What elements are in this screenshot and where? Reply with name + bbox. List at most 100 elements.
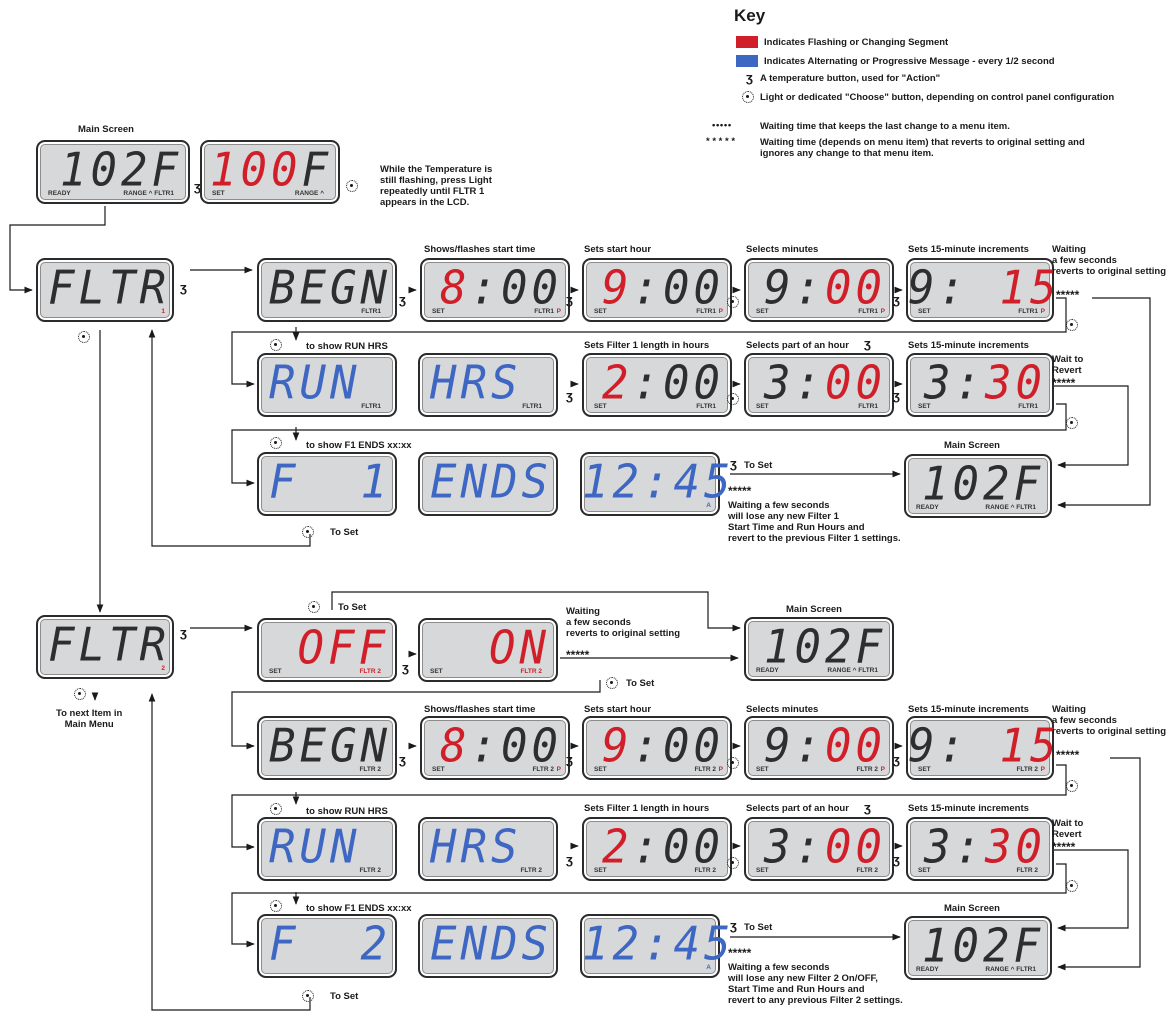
- light-button-icon: [727, 393, 739, 405]
- caption-start-hour-2: Sets start hour: [584, 704, 652, 715]
- lcd-set-100f: 100F SET RANGE ^: [200, 140, 340, 204]
- lcd-time-300: 3:00 SET FLTR1: [744, 353, 894, 417]
- light-button-icon: [1066, 319, 1078, 331]
- key-stars-symbol: * * * * *: [706, 136, 736, 147]
- lcd-on: ON SET FLTR 2: [418, 618, 558, 682]
- lcd-run-2: RUN FLTR 2: [257, 817, 397, 881]
- temp-button-icon: ʒ: [566, 292, 573, 307]
- caption-shows-2: Shows/flashes start time: [424, 704, 536, 715]
- lcd-ends-2: ENDS: [418, 914, 558, 978]
- temp-button-icon: ʒ: [893, 292, 900, 307]
- main-screen-title-4: Main Screen: [944, 903, 1000, 914]
- temp-button-icon: ʒ: [864, 336, 871, 351]
- light-button-icon: [1066, 880, 1078, 892]
- key-dots-symbol: • • • • •: [712, 120, 731, 131]
- lcd-time-915: 9: 15 SET FLTR1 P: [906, 258, 1056, 322]
- light-button-icon: [302, 526, 314, 538]
- lcd-ends: ENDS: [418, 452, 558, 516]
- temp-button-icon: ʒ: [893, 752, 900, 767]
- light-button-icon: [74, 688, 86, 700]
- caption-minutes-2: Selects minutes: [746, 704, 819, 715]
- light-button-icon: [742, 91, 754, 103]
- lcd-time-800: 8:00 SET FLTR1 P: [420, 258, 570, 322]
- lcd-text: 102F: [60, 143, 182, 198]
- temp-button-icon: ʒ: [566, 752, 573, 767]
- temp-button-icon: ʒ: [730, 456, 737, 471]
- arrow-row2-to-row3: [231, 403, 1067, 487]
- wait-revert-note-2: Wait to Revert: [1052, 818, 1084, 840]
- lcd-main-102f: 102F READY RANGE ^ FLTR1: [36, 140, 190, 204]
- to-set-top: To Set: [338, 602, 367, 613]
- caption-15min: Sets 15-minute increments: [908, 244, 1029, 255]
- temp-button-icon: ʒ: [566, 388, 573, 403]
- filter1-lose-note: Waiting a few seconds will lose any new …: [728, 500, 901, 544]
- waiting-on-note: Waiting a few seconds reverts to origina…: [566, 606, 681, 639]
- waiting-note-2: Waiting a few seconds reverts to origina…: [1052, 704, 1167, 737]
- lcd-time-900-min-2: 9:00 SET FLTR 2 P: [744, 716, 894, 780]
- temp-button-icon: ʒ: [180, 625, 187, 640]
- lcd-fltr1: FLTR 1: [36, 258, 174, 322]
- lcd-time-330-2: 3:30 SET FLTR 2: [906, 817, 1054, 881]
- light-button-icon: [270, 437, 282, 449]
- arrow-on-to-begn2: [231, 680, 601, 750]
- stars-symbol: *****: [1056, 288, 1080, 302]
- lcd-time-900-min: 9:00 SET FLTR1 P: [744, 258, 894, 322]
- stars-symbol: *****: [1052, 376, 1076, 390]
- stars-symbol: *****: [728, 946, 752, 960]
- caption-15min-4: Sets 15-minute increments: [908, 803, 1029, 814]
- stars-symbol: *****: [1056, 748, 1080, 762]
- to-show-run-hrs: to show RUN HRS: [306, 341, 388, 352]
- to-set-label: To Set: [744, 460, 773, 471]
- light-button-icon: [270, 900, 282, 912]
- to-show-f1-ends: to show F1 ENDS xx:xx: [306, 440, 412, 451]
- caption-filter-length-2: Sets Filter 1 length in hours: [584, 803, 710, 814]
- lcd-begn: BEGN FLTR1: [257, 258, 397, 322]
- to-set-bottom: To Set: [330, 527, 359, 538]
- stars-symbol: *****: [728, 484, 752, 498]
- temp-button-icon: ʒ: [399, 752, 406, 767]
- temp-button-icon: ʒ: [730, 918, 737, 933]
- to-set-mid: To Set: [626, 678, 655, 689]
- arrow-row1-to-row2: [231, 297, 1067, 388]
- lcd-hrs: HRS FLTR1: [418, 353, 558, 417]
- temp-button-icon: ʒ: [893, 852, 900, 867]
- lcd-time-900: 9:00 SET FLTR1 P: [582, 258, 732, 322]
- caption-part-hour: Selects part of an hour: [746, 340, 849, 351]
- to-show-run-hrs-2: to show RUN HRS: [306, 806, 388, 817]
- temp-button-icon: ʒ: [893, 388, 900, 403]
- lcd-time-200-2: 2:00 SET FLTR 2: [582, 817, 732, 881]
- lcd-hrs-2: HRS FLTR 2: [418, 817, 558, 881]
- temp-button-icon: ʒ: [864, 800, 871, 815]
- main-screen-title: Main Screen: [78, 124, 134, 135]
- arrow-main-to-fltr1: [9, 206, 106, 294]
- caption-filter-length: Sets Filter 1 length in hours: [584, 340, 710, 351]
- key-light-label: Light or dedicated "Choose" button, depe…: [760, 92, 1115, 103]
- light-button-icon: [606, 677, 618, 689]
- lcd-begn-2: BEGN FLTR 2: [257, 716, 397, 780]
- lcd-time-330: 3:30 SET FLTR1: [906, 353, 1054, 417]
- lcd-main-102f-top: 102F READY RANGE ^ FLTR1: [744, 617, 894, 681]
- key-swatch-red: [736, 36, 758, 48]
- caption-15min-3: Sets 15-minute increments: [908, 704, 1029, 715]
- lcd-time-200: 2:00 SET FLTR1: [582, 353, 732, 417]
- wait-revert-note: Wait to Revert: [1052, 354, 1084, 376]
- lcd-fltr2: FLTR 2: [36, 615, 174, 679]
- to-set-label-2: To Set: [744, 922, 773, 933]
- lcd-f2: F 2: [257, 914, 397, 978]
- filter2-lose-note: Waiting a few seconds will lose any new …: [728, 962, 903, 1006]
- lcd-time-900-2: 9:00 SET FLTR 2 P: [582, 716, 732, 780]
- key-blue-label: Indicates Alternating or Progressive Mes…: [764, 56, 1055, 67]
- stars-symbol: *****: [566, 648, 590, 662]
- caption-start-hour: Sets start hour: [584, 244, 652, 255]
- key-stars-label: Waiting time (depends on menu item) that…: [760, 137, 1085, 159]
- temp-button-icon: ʒ: [402, 660, 409, 675]
- stars-symbol: *****: [1052, 840, 1076, 854]
- lcd-main-102f-return: 102F READY RANGE ^ FLTR1: [904, 454, 1052, 518]
- lcd-time-300-2: 3:00 SET FLTR 2: [744, 817, 894, 881]
- temp-button-icon: ʒ: [194, 179, 201, 194]
- caption-15min-2: Sets 15-minute increments: [908, 340, 1029, 351]
- key-dots-label: Waiting time that keeps the last change …: [760, 121, 1010, 132]
- lcd-text: 100F: [210, 143, 332, 198]
- lcd-f1: F 1: [257, 452, 397, 516]
- lcd-time-1245-2: 12:45 A: [580, 914, 730, 978]
